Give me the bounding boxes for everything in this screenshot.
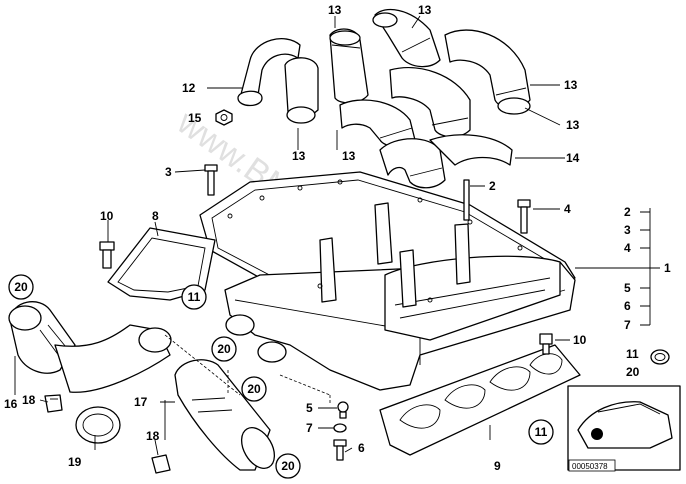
sump-housing [199,171,576,391]
seal-ring-19 [75,406,121,444]
callout-20: 20 [281,459,295,473]
callout-18: 18 [22,393,36,407]
callout-11: 11 [188,290,201,304]
callout-10: 10 [100,209,114,223]
leader-lines [14,15,660,456]
callout-13: 13 [418,3,432,17]
stud-2 [463,179,470,221]
callout-5: 5 [624,281,631,295]
nut-15 [215,109,233,126]
callout-11: 11 [535,425,548,439]
callout-19: 19 [68,455,82,469]
diagram-code-text: 00050378 [572,462,608,471]
bolt-3 [204,164,218,196]
callout-20: 20 [247,382,261,396]
callout-16: 16 [4,397,18,411]
callout-7: 7 [624,318,631,332]
bolt-10-right [539,333,553,355]
callout-4: 4 [624,241,631,255]
circled-callouts: 20 11 20 20 11 20 [8,274,554,479]
callout-13: 13 [566,118,580,132]
callout-20: 20 [217,342,231,356]
inset-vehicle-locator [567,385,681,471]
location-marker-icon [591,428,603,440]
callout-8: 8 [152,209,159,223]
callout-10: 10 [573,333,587,347]
clip-18-upper [44,394,63,413]
elbow-hose [54,324,172,393]
screw-5 [337,401,349,419]
callout-13: 13 [564,78,578,92]
bolt-10-left [99,241,115,269]
callout-13: 13 [328,3,342,17]
callout-20: 20 [14,280,28,294]
callout-4: 4 [564,202,571,216]
callout-9: 9 [494,459,501,473]
callout-11: 11 [626,347,639,361]
callout-3: 3 [165,165,172,179]
diagram-code: 00050378 [568,459,616,472]
callout-13: 13 [292,149,306,163]
callout-7: 7 [306,421,313,435]
callout-2: 2 [624,205,631,219]
screw-6 [333,439,347,461]
callout-14: 14 [566,151,580,165]
callout-labels: 13 13 12 13 15 13 13 13 14 3 2 4 2 10 8 … [4,3,671,473]
callout-6: 6 [624,299,631,313]
intake-duct-17 [174,359,276,471]
bolt-4 [517,199,531,234]
callout-17: 17 [134,395,148,409]
callout-1: 1 [664,261,671,275]
intake-runners [237,8,531,189]
callout-18: 18 [146,429,160,443]
callout-5: 5 [306,401,313,415]
callout-20: 20 [626,365,640,379]
gasket-9 [379,344,581,456]
callout-3: 3 [624,223,631,237]
washer-7 [333,423,347,433]
callout-15: 15 [188,111,202,125]
clip-18-lower [151,454,171,474]
callout-13: 13 [342,149,356,163]
callout-2: 2 [489,179,496,193]
hose-clamp [650,349,670,365]
callout-6: 6 [358,441,365,455]
callout-12: 12 [182,81,196,95]
